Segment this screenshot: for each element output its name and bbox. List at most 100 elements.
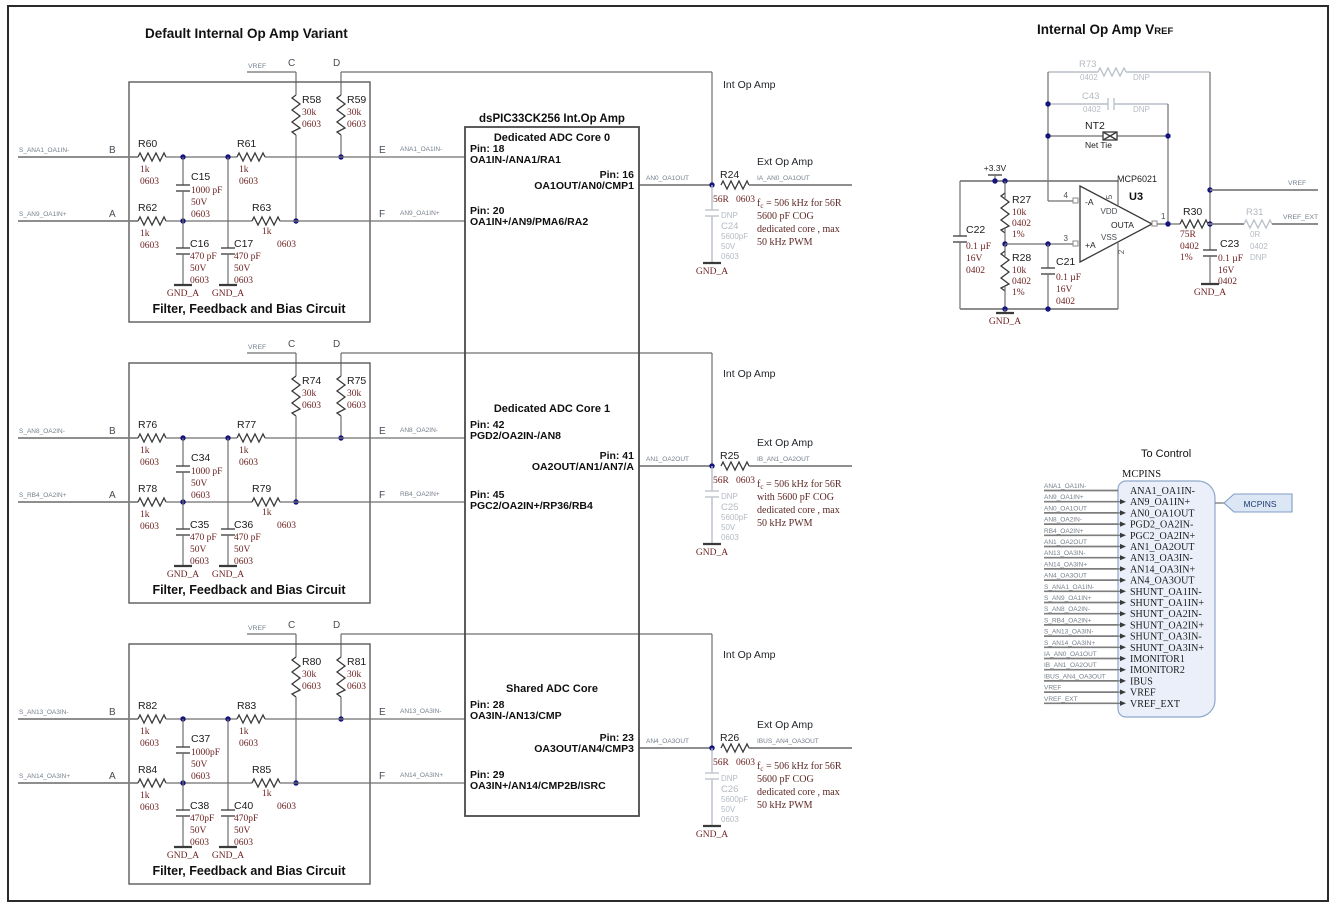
capacitor-package: 0603 xyxy=(191,491,210,501)
resistor-ref: R25 xyxy=(720,450,739,462)
int-op-amp-label: Int Op Amp xyxy=(723,79,776,91)
arrow-icon xyxy=(1120,555,1126,561)
port-d: D xyxy=(333,620,340,631)
connector-net-label: VREF_EXT xyxy=(1044,696,1078,703)
capacitor-package: 0402 xyxy=(1056,297,1075,307)
capacitor-voltage: 50V xyxy=(234,826,251,836)
connector-pin-name: PGD2_OA2IN- xyxy=(1130,520,1193,531)
connector-pin-name: IBUS xyxy=(1130,676,1153,687)
mcpins-connector: To ControlMCPINSANA1_OA1IN-ANA1_OA1IN-AN… xyxy=(1044,448,1293,718)
gnd-label: GND_A xyxy=(212,570,244,580)
resistor-ref: R78 xyxy=(138,483,157,495)
resistor-package: 0603 xyxy=(277,240,296,250)
vref-net-label: VREF xyxy=(248,344,266,351)
capacitor-ref: C40 xyxy=(234,800,253,812)
gnd-label: GND_A xyxy=(696,267,728,277)
page-title-left: Default Internal Op Amp Variant xyxy=(145,26,348,41)
resistor-ref: R28 xyxy=(1012,252,1031,264)
arrow-icon xyxy=(1120,521,1126,527)
connector-net-label: AN14_OA3IN+ xyxy=(1044,561,1087,568)
pin-terminal xyxy=(1072,197,1079,204)
note-line-3: dedicated core , max xyxy=(757,787,840,798)
resistor-symbol xyxy=(236,432,266,444)
resistor-value: 56R xyxy=(713,195,730,205)
resistor-value: 0R xyxy=(1250,230,1260,239)
resistor-package: 0603 xyxy=(347,120,366,130)
capacitor-voltage: 50V xyxy=(721,523,736,532)
port-f: F xyxy=(379,771,385,782)
resistor-symbol xyxy=(137,215,167,227)
resistor-symbol xyxy=(137,432,167,444)
arrow-icon xyxy=(1120,667,1126,673)
resistor-tolerance: 1% xyxy=(1180,253,1193,263)
arrow-icon xyxy=(1120,678,1126,684)
note-line-4: 50 kHz PWM xyxy=(757,518,813,529)
pin-label: OA3OUT/AN4/CMP3 xyxy=(534,743,634,755)
port-b: B xyxy=(109,707,116,718)
resistor-value: 56R xyxy=(713,758,730,768)
resistor-value: 1k xyxy=(140,165,150,175)
pin-number: Pin: 18 xyxy=(470,143,505,155)
connector-pin-name: SHUNT_OA1IN- xyxy=(1130,587,1202,598)
capacitor-package: 0603 xyxy=(191,210,210,220)
arrow-icon xyxy=(1120,588,1126,594)
opamp-part-number: MCP6021 xyxy=(1117,174,1157,184)
pin-number: 4 xyxy=(1064,191,1069,200)
capacitor-voltage: 16V xyxy=(1218,266,1235,276)
capacitor-value: 470 pF xyxy=(234,533,261,543)
pin-label: PGC2/OA2IN+/RP36/RB4 xyxy=(470,500,593,512)
opamp-vdd-label: VDD xyxy=(1101,207,1118,216)
connector-net-label: IBUS_AN4_OA3OUT xyxy=(1044,673,1106,680)
resistor-ref: R62 xyxy=(138,202,157,214)
port-f: F xyxy=(379,209,385,220)
resistor-symbol xyxy=(290,94,302,136)
filter-caption: Filter, Feedback and Bias Circuit xyxy=(152,302,346,316)
note-line-1: fc = 506 kHz for 56R xyxy=(757,198,842,210)
resistor-ref: R27 xyxy=(1012,194,1031,206)
dnp-flag: DNP xyxy=(721,492,738,501)
input-net-label: S_RB4_OA2IN+ xyxy=(19,492,67,499)
capacitor-ref: C22 xyxy=(966,224,985,236)
int-op-amp-label: Int Op Amp xyxy=(723,649,776,661)
resistor-symbol xyxy=(335,94,347,136)
pin-number: Pin: 29 xyxy=(470,769,505,781)
resistor-ref: R60 xyxy=(138,138,157,150)
to-control-heading: To Control xyxy=(1141,448,1191,460)
capacitor-value: 470pF xyxy=(234,814,258,824)
capacitor-ref: C24 xyxy=(721,221,738,232)
resistor-package: 0603 xyxy=(140,522,159,532)
pin-number: Pin: 45 xyxy=(470,489,505,501)
resistor-value: 10k xyxy=(1012,208,1027,218)
capacitor-package: 0603 xyxy=(191,772,210,782)
capacitor-ref: C21 xyxy=(1056,256,1075,268)
opamp-out-label: OUTA xyxy=(1111,220,1134,230)
arrow-icon xyxy=(1120,689,1126,695)
resistor-symbol xyxy=(999,192,1011,234)
resistor-symbol xyxy=(1243,218,1273,230)
resistor-value: 1k xyxy=(140,791,150,801)
resistor-ref: R81 xyxy=(347,656,366,668)
connector-pin-name: AN4_OA3OUT xyxy=(1130,576,1194,587)
capacitor-voltage: 50V xyxy=(190,545,207,555)
net-tie-ref: NT2 xyxy=(1085,120,1105,132)
ext-net-label: IB_AN1_OA2OUT xyxy=(757,456,810,463)
resistor-ref: R82 xyxy=(138,700,157,712)
connector-pin-name: IMONITOR1 xyxy=(1130,654,1185,665)
connector-net-label: S_ANA1_OA1IN- xyxy=(1044,584,1094,591)
arrow-icon xyxy=(1120,532,1126,538)
connector-net-label: VREF xyxy=(1044,685,1061,692)
opamp-ref: U3 xyxy=(1129,191,1143,203)
ext-op-amp-label: Ext Op Amp xyxy=(757,156,813,168)
gnd-label: GND_A xyxy=(167,851,199,861)
pin-number: Pin: 20 xyxy=(470,205,505,217)
net-tie-label: Net Tie xyxy=(1085,140,1112,150)
resistor-ref: R80 xyxy=(302,656,321,668)
ext-op-amp-label: Ext Op Amp xyxy=(757,437,813,449)
connector-pin-name: AN9_OA1IN+ xyxy=(1130,497,1190,508)
gnd-label: GND_A xyxy=(989,317,1021,327)
arrow-icon xyxy=(1120,543,1126,550)
connector-net-label: AN13_OA3IN- xyxy=(1044,550,1086,557)
capacitor-value: 1000pF xyxy=(191,748,220,758)
mcpins-header: MCPINS xyxy=(1122,469,1161,480)
